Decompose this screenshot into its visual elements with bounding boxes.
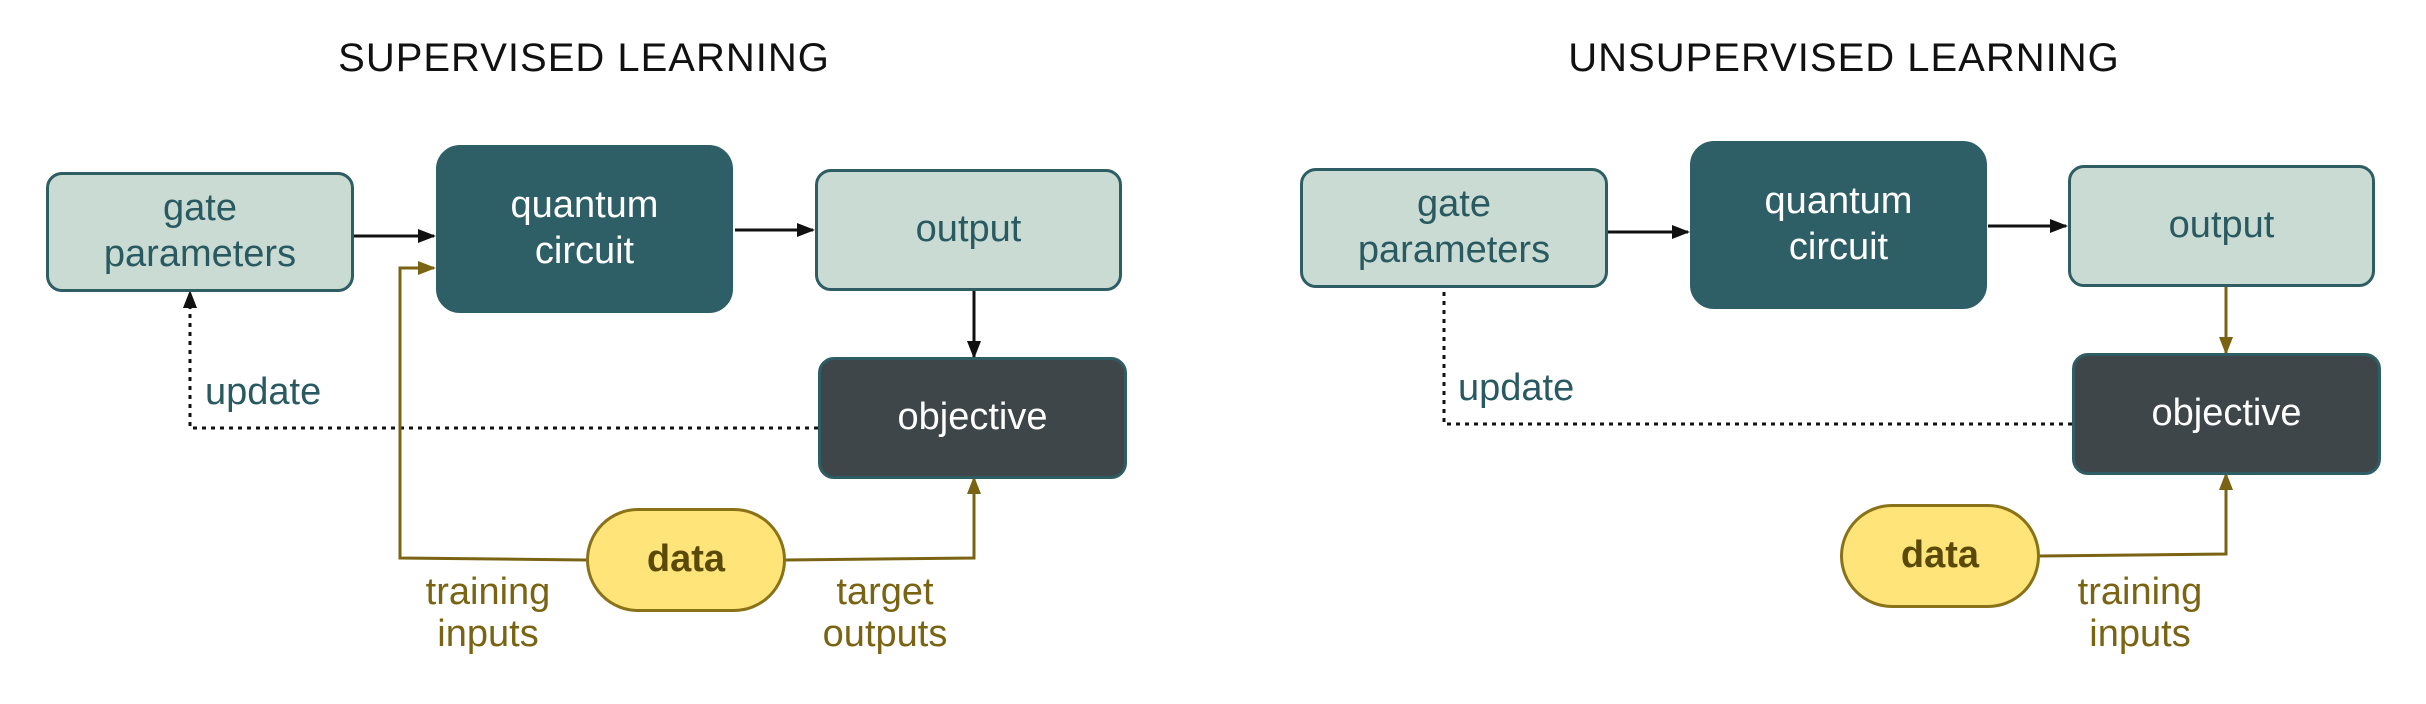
arrow-update-to-gate <box>183 290 818 430</box>
target-outputs-label: target outputs <box>822 571 948 655</box>
line-update-2 <box>1442 290 2072 426</box>
output-label: output <box>915 208 1022 251</box>
gate-parameters-box: gate parameters <box>46 172 354 292</box>
panel-title-supervised: SUPERVISED LEARNING <box>338 36 830 80</box>
quantum-circuit-label-2: quantum circuit <box>1764 180 1913 268</box>
arrow-data-to-objective <box>785 476 981 562</box>
data-pill: data <box>586 508 786 612</box>
update-label: update <box>205 371 322 413</box>
output-box-2: output <box>2068 165 2375 287</box>
arrow-data-to-circuit <box>398 261 587 562</box>
data-label-2: data <box>1900 534 1980 577</box>
arrow-data-to-objective-2 <box>2039 472 2233 558</box>
objective-box: objective <box>818 357 1127 479</box>
data-pill-2: data <box>1840 504 2040 608</box>
output-label-2: output <box>2168 204 2275 247</box>
gate-parameters-box-2: gate parameters <box>1300 168 1608 288</box>
objective-label-2: objective <box>2151 392 2302 435</box>
output-box: output <box>815 169 1122 291</box>
objective-box-2: objective <box>2072 353 2381 475</box>
quantum-circuit-box: quantum circuit <box>436 145 733 313</box>
objective-label: objective <box>897 396 1048 439</box>
training-inputs-label-2: training inputs <box>2077 571 2203 655</box>
quantum-circuit-label: quantum circuit <box>510 184 659 272</box>
panel-title-unsupervised: UNSUPERVISED LEARNING <box>1568 36 2120 80</box>
quantum-circuit-box-2: quantum circuit <box>1690 141 1987 309</box>
training-inputs-label: training inputs <box>425 571 551 655</box>
gate-parameters-label-2: gate parameters <box>1357 183 1551 271</box>
data-label: data <box>646 538 726 581</box>
update-label-2: update <box>1458 367 1575 409</box>
gate-parameters-label: gate parameters <box>103 187 297 275</box>
